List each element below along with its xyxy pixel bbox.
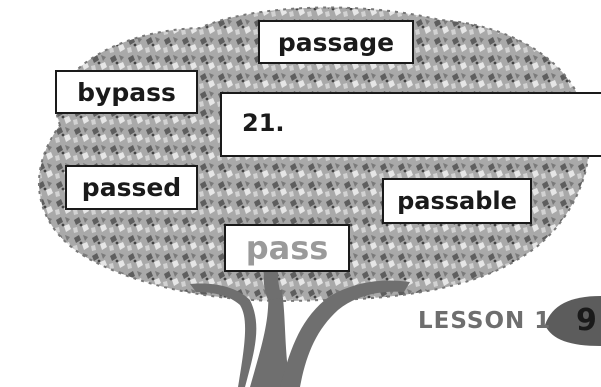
word-passable: passable <box>382 178 532 224</box>
lesson-label: LESSON 1 <box>418 308 552 334</box>
root-word-pass: pass <box>224 224 350 272</box>
word-passage: passage <box>258 20 414 64</box>
answer-box-21[interactable]: 21. <box>220 92 601 157</box>
page-tab-shape <box>545 296 601 346</box>
word-passed: passed <box>65 165 198 210</box>
question-number: 21. <box>242 109 285 137</box>
page-number: 9 <box>576 303 597 338</box>
word-bypass: bypass <box>55 70 198 114</box>
